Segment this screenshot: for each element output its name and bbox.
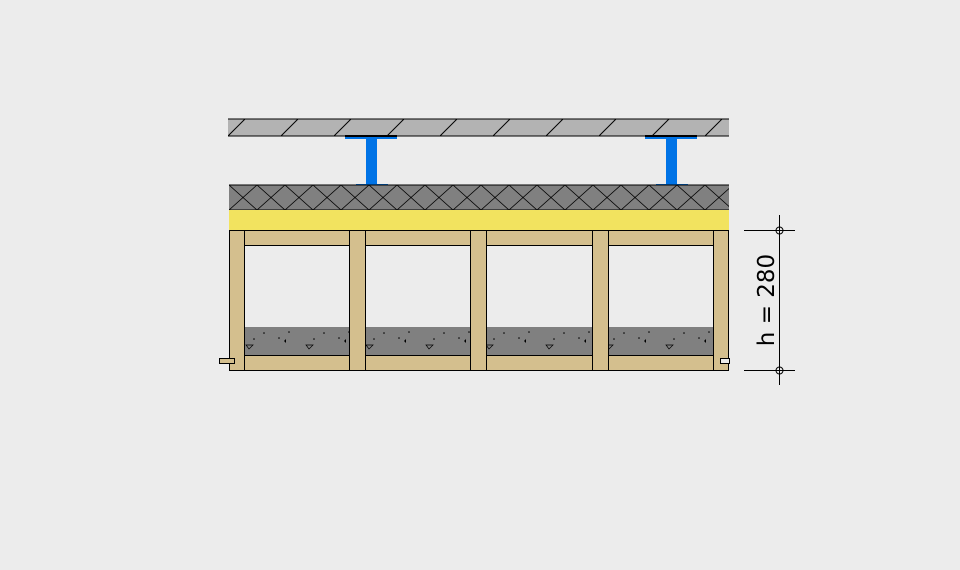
timber-frame — [219, 230, 730, 371]
height-dimension — [744, 215, 795, 385]
crosshatch-layer — [229, 184, 729, 211]
steel-beam-right — [645, 135, 697, 186]
steel-beam-left — [345, 135, 397, 186]
height-dimension-label: h = 280 — [754, 254, 780, 346]
insulation-layer — [229, 210, 729, 230]
ceiling-slab — [228, 118, 729, 137]
